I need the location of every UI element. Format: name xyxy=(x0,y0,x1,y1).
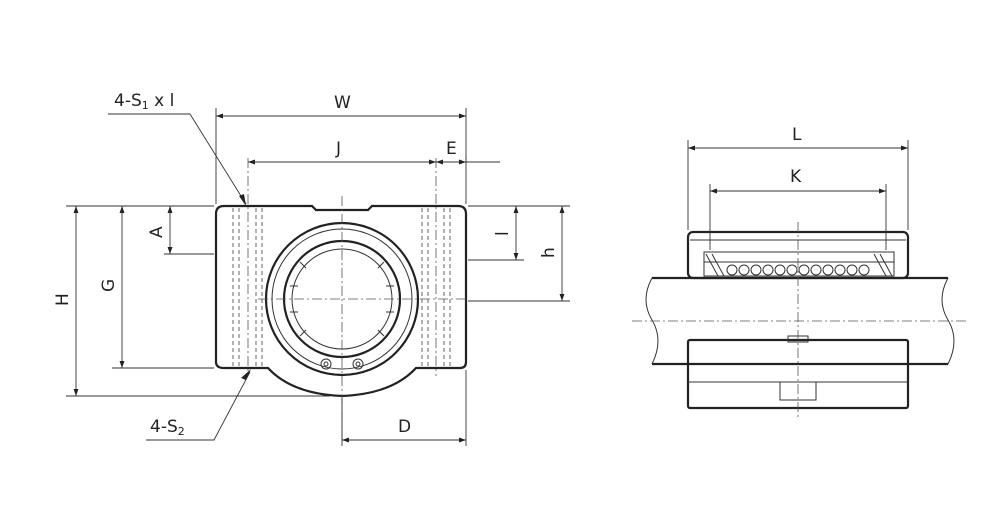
side-seal-marks xyxy=(705,253,893,277)
side-view: L K xyxy=(632,125,968,420)
label-L: L xyxy=(792,125,802,145)
bearing-ball xyxy=(810,264,822,276)
side-balls xyxy=(726,264,870,276)
leader-S1 xyxy=(108,113,247,205)
side-shaft xyxy=(652,276,948,366)
label-H: H xyxy=(53,293,73,306)
label-S2: 4-S2 xyxy=(150,417,185,438)
leader-S1-arrowhead xyxy=(239,194,246,206)
side-extension-lines xyxy=(687,140,909,250)
label-W: W xyxy=(334,93,351,113)
set-screw-right xyxy=(352,358,364,370)
bearing-ball xyxy=(750,264,762,276)
label-l: l xyxy=(493,231,513,236)
front-view: W J E 4-S1 x l 4-S2 A G H l h D xyxy=(53,91,570,446)
label-K: K xyxy=(790,167,802,187)
bearing-ball xyxy=(834,264,846,276)
housing-outline xyxy=(214,204,468,398)
extension-lines xyxy=(66,108,570,446)
set-screw-left-inner xyxy=(323,361,329,367)
bearing-ball xyxy=(798,264,810,276)
bearing-ball xyxy=(822,264,834,276)
leader-S2 xyxy=(146,371,251,441)
label-h: h xyxy=(539,247,559,258)
bearing-ball xyxy=(846,264,858,276)
bearing-ball xyxy=(738,264,750,276)
bearing-ball xyxy=(774,264,786,276)
bearing-retainer-marks xyxy=(290,261,394,337)
set-screw-left xyxy=(320,358,332,370)
label-E: E xyxy=(446,139,457,159)
label-J: J xyxy=(335,139,341,159)
side-grease-port xyxy=(779,381,817,401)
side-shaft-break-left xyxy=(645,277,659,365)
label-G: G xyxy=(99,279,119,292)
bearing-ball xyxy=(786,264,798,276)
set-screw-right-inner xyxy=(355,361,361,367)
leader-S2-arrowhead xyxy=(241,369,251,380)
side-bearing-cage xyxy=(703,251,895,277)
bearing-ball xyxy=(726,264,738,276)
hidden-bolt-holes xyxy=(232,208,451,366)
side-shaft-break-right xyxy=(941,277,955,365)
label-A: A xyxy=(147,226,167,238)
label-S1: 4-S1 x l xyxy=(114,91,174,112)
label-D: D xyxy=(398,417,411,437)
bearing-ball xyxy=(858,264,870,276)
bearing-ball xyxy=(762,264,774,276)
